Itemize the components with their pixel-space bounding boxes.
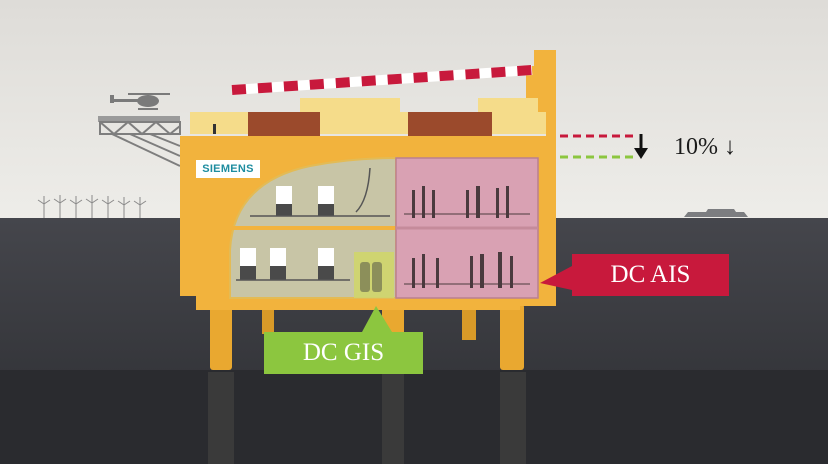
gis-equipment [236,167,390,292]
down-arrow-icon [634,134,648,159]
helicopter-icon [110,93,170,110]
platform-reflection [208,372,526,464]
gis-pointer [362,306,392,332]
siemens-logo: SIEMENS [196,160,260,178]
wind-turbine-icon [37,195,147,218]
ais-equipment [412,186,513,288]
ais-pointer [540,266,572,290]
dc-gis-label: DC GIS [264,332,423,374]
crane [231,50,556,114]
sea-lower-band [0,370,828,464]
dc-ais-label: DC AIS [572,254,729,296]
reduction-text: 10% ↓ [674,134,736,160]
ship-icon [684,209,748,217]
helipad [98,116,181,167]
top-deck [190,98,546,136]
